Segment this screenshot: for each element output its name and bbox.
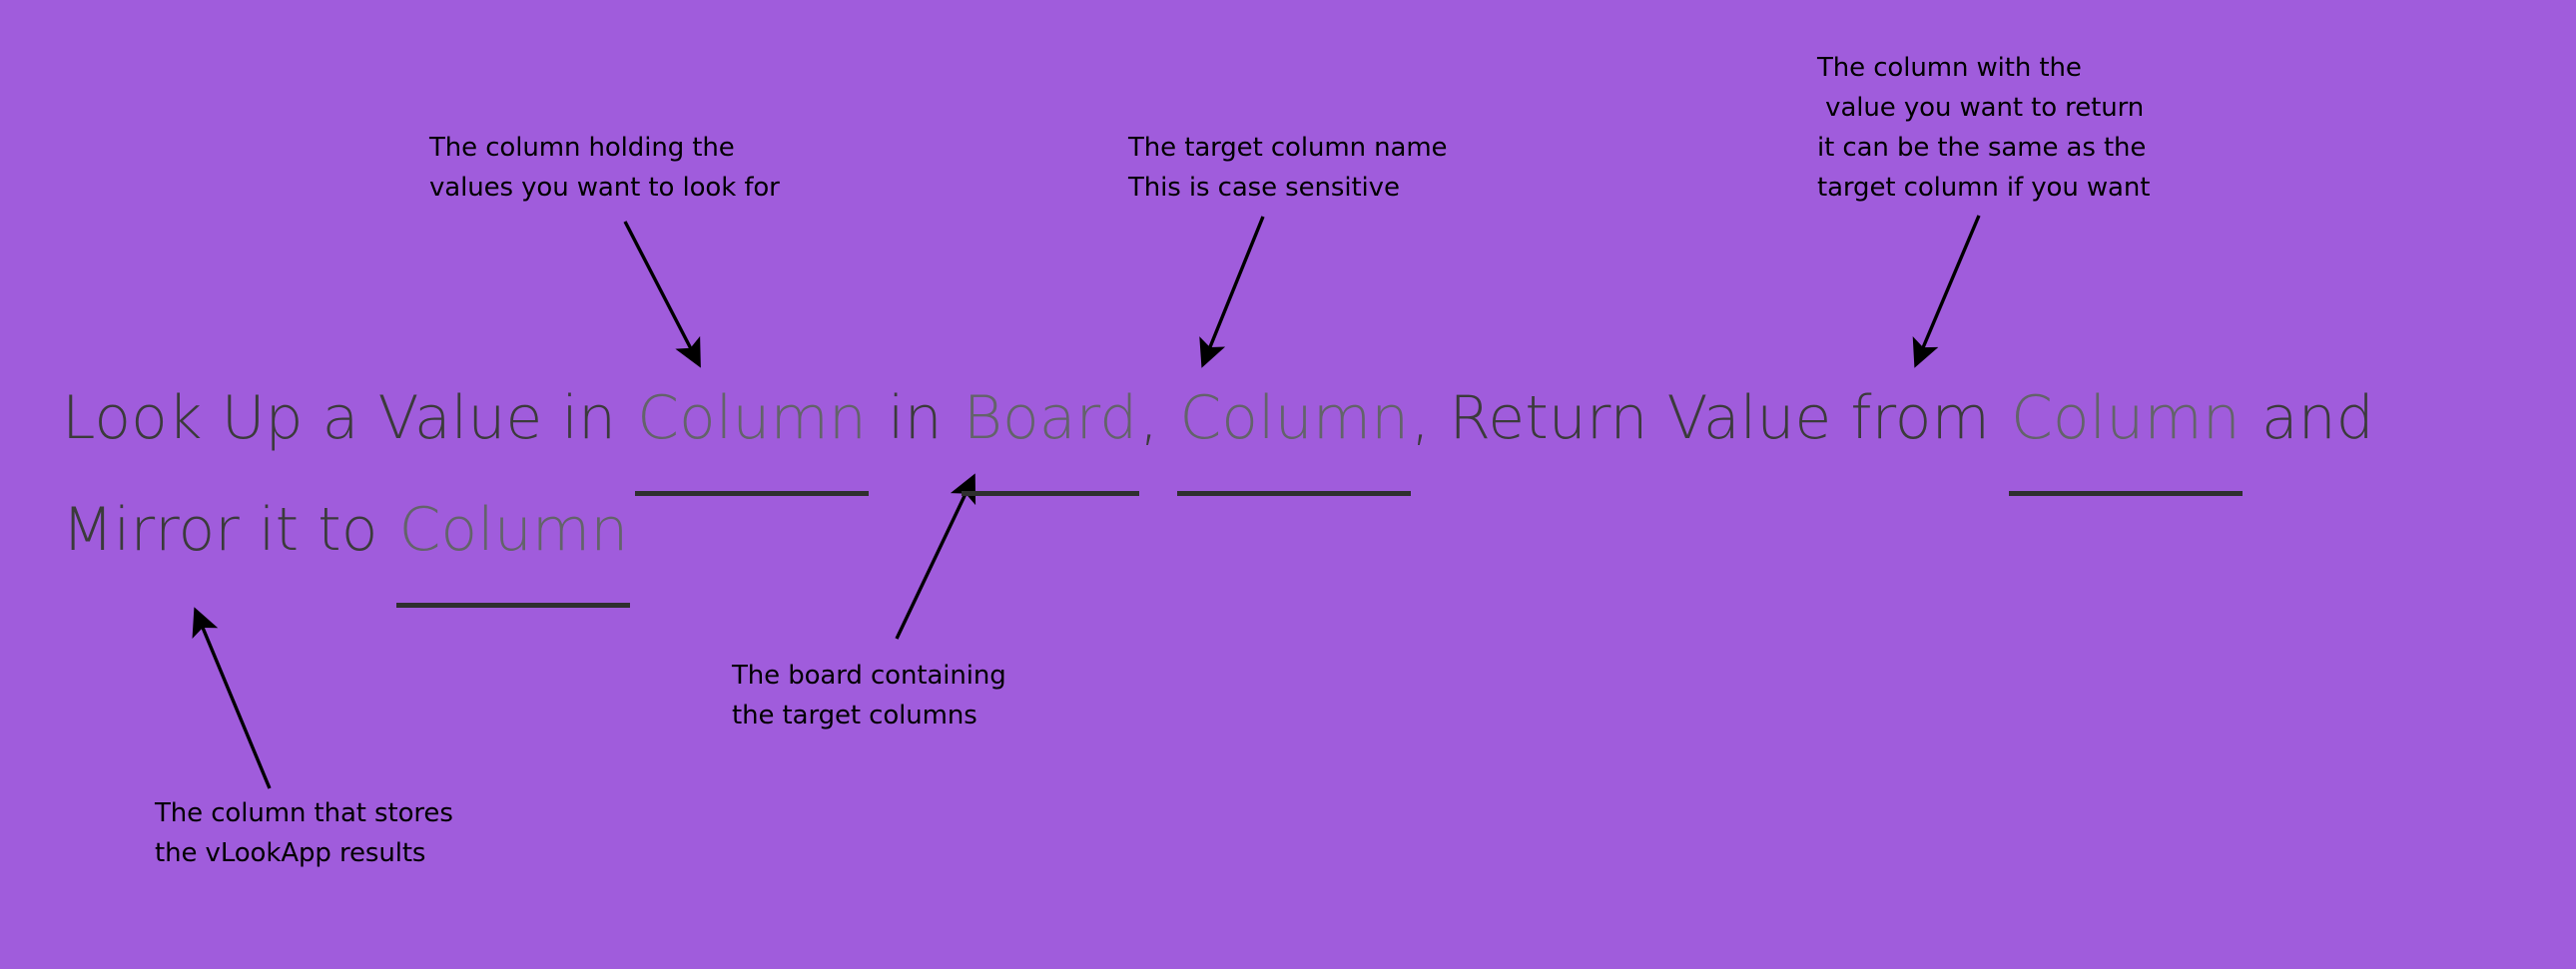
recipe-static-in: in <box>868 383 962 453</box>
recipe-static-tail: and Mirror it to <box>62 383 2374 565</box>
annotation-target-column: The target column name This is case sens… <box>1128 133 1448 203</box>
annotation-result-column: The column that stores the vLookApp resu… <box>155 798 453 868</box>
target-column-field[interactable]: Column <box>1177 362 1411 496</box>
recipe-static-comma-1: , <box>1139 383 1178 453</box>
annotation-return-column: The column with the value you want to re… <box>1817 53 2151 203</box>
arrow-to-target-column-icon <box>1199 216 1265 368</box>
recipe-static-middle: , Return Value from <box>1411 383 2010 453</box>
annotation-lookup-column: The column holding the values you want t… <box>429 133 780 203</box>
arrow-to-lookup-column-icon <box>623 221 701 368</box>
board-field[interactable]: Board <box>961 362 1140 496</box>
annotation-board: The board containing the target columns <box>732 661 1006 730</box>
arrow-to-result-column-icon <box>192 607 272 789</box>
recipe-sentence: Look Up a Value in Column in Board, Colu… <box>62 362 2518 608</box>
lookup-column-field[interactable]: Column <box>635 362 869 496</box>
return-column-field[interactable]: Column <box>2009 362 2243 496</box>
result-column-field[interactable]: Column <box>396 474 631 608</box>
arrow-to-return-column-icon <box>1912 215 1981 368</box>
recipe-static-lead: Look Up a Value in <box>62 383 636 453</box>
